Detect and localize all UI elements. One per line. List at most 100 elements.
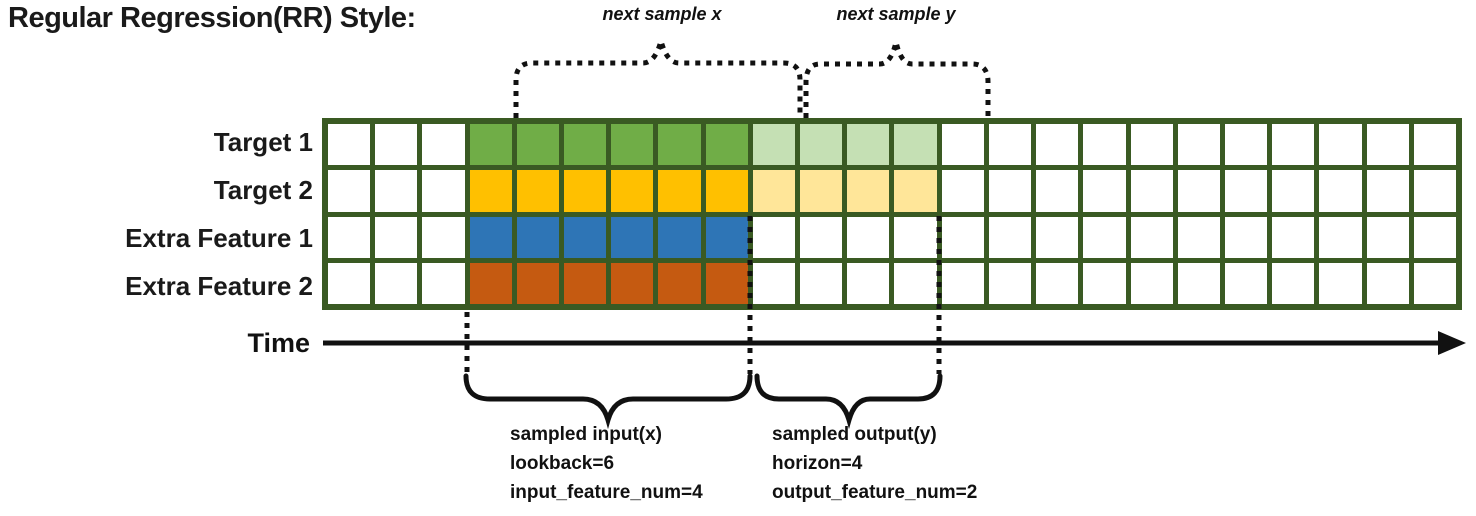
grid-cell [422, 262, 465, 304]
grid-cell [752, 124, 796, 166]
grid-cell [1130, 216, 1173, 258]
grid-cell [1224, 124, 1268, 166]
grid-cell [611, 216, 654, 258]
grid-cell [1319, 216, 1362, 258]
sampled-input-line: sampled input(x) [510, 424, 663, 445]
input-feature-num-line: input_feature_num=4 [510, 482, 703, 503]
grid-cell [894, 262, 937, 304]
grid-cell [1319, 124, 1362, 166]
grid-cell [611, 262, 654, 304]
sampled-output-line: sampled output(y) [772, 424, 937, 445]
grid-cell [941, 216, 984, 258]
grid-cell [800, 124, 843, 166]
grid-cell [469, 216, 512, 258]
grid-cell [328, 170, 371, 212]
grid-cell [988, 262, 1032, 304]
row-label-extra-feature-1: Extra Feature 1 [125, 223, 313, 253]
grid-cell [1366, 170, 1409, 212]
next-sample-x-brace [513, 31, 803, 118]
grid-cell [1177, 170, 1220, 212]
next-sample-x-label: next sample x [602, 4, 722, 24]
grid-cell [752, 216, 796, 258]
grid-cell [705, 262, 748, 304]
row-label-target-2: Target 2 [213, 175, 313, 205]
grid-cell [1319, 170, 1362, 212]
grid-cell [516, 170, 560, 212]
grid-cell [800, 216, 843, 258]
grid-cell [328, 262, 371, 304]
grid-cell [941, 262, 984, 304]
grid-cell [564, 216, 607, 258]
grid-cell [375, 262, 418, 304]
grid-cell [847, 216, 890, 258]
grid-cell [1083, 216, 1126, 258]
grid-cell [1224, 262, 1268, 304]
grid-cell [1036, 262, 1079, 304]
grid-cell [422, 124, 465, 166]
grid-cell [705, 216, 748, 258]
grid-cell [375, 216, 418, 258]
grid-cell [1413, 170, 1456, 212]
grid-cell [941, 170, 984, 212]
grid-cell [1413, 216, 1456, 258]
grid-cell [1036, 170, 1079, 212]
grid-cell [375, 170, 418, 212]
grid-cell [469, 124, 512, 166]
grid-cell [1036, 216, 1079, 258]
grid-cell [1413, 124, 1456, 166]
grid-cell [1272, 170, 1315, 212]
sampled-output-brace [754, 373, 943, 430]
grid-cell [469, 262, 512, 304]
grid-cell [1272, 124, 1315, 166]
grid-cell [564, 170, 607, 212]
output-feature-num-line: output_feature_num=2 [772, 482, 978, 503]
grid-cell [1177, 124, 1220, 166]
grid-cell [1366, 124, 1409, 166]
grid-cell [1177, 262, 1220, 304]
grid-cell [1272, 216, 1315, 258]
grid-cell [1224, 216, 1268, 258]
grid-cell [847, 124, 890, 166]
grid-cell [564, 262, 607, 304]
grid-cell [658, 262, 701, 304]
grid-cell [1130, 262, 1173, 304]
grid-cell [1083, 262, 1126, 304]
grid-cell [800, 170, 843, 212]
sampled-output-caption: sampled output(y) horizon=4 output_featu… [772, 420, 977, 507]
grid-cell [1366, 216, 1409, 258]
next-sample-y-brace [803, 41, 991, 118]
grid-cell [941, 124, 984, 166]
grid-cell [422, 216, 465, 258]
grid-cell [564, 124, 607, 166]
row-label-target-1: Target 1 [213, 127, 313, 157]
grid-cell [800, 262, 843, 304]
grid-cell [1036, 124, 1079, 166]
grid-cell [1130, 170, 1173, 212]
time-axis-arrowhead [1438, 331, 1466, 355]
grid-cell [658, 170, 701, 212]
grid-cell [1083, 170, 1126, 212]
horizon-line: horizon=4 [772, 453, 863, 474]
grid-cell [847, 262, 890, 304]
grid-cell [1083, 124, 1126, 166]
grid-cell [611, 170, 654, 212]
grid-cell [658, 216, 701, 258]
grid-cell [705, 124, 748, 166]
grid-cell [658, 124, 701, 166]
grid-cell [469, 170, 512, 212]
grid-cell [1366, 262, 1409, 304]
grid-cell [516, 124, 560, 166]
grid-cell [328, 216, 371, 258]
row-label-extra-feature-2: Extra Feature 2 [125, 271, 313, 301]
grid-cell [847, 170, 890, 212]
grid-cell [375, 124, 418, 166]
next-sample-y-label: next sample y [836, 4, 956, 24]
time-axis-label: Time [247, 328, 310, 358]
grid-cell [328, 124, 371, 166]
grid-cell [894, 216, 937, 258]
grid-cell [422, 170, 465, 212]
sampled-input-brace [463, 373, 753, 430]
lookback-line: lookback=6 [510, 453, 615, 474]
grid-cell [1177, 216, 1220, 258]
grid-cell [1272, 262, 1315, 304]
